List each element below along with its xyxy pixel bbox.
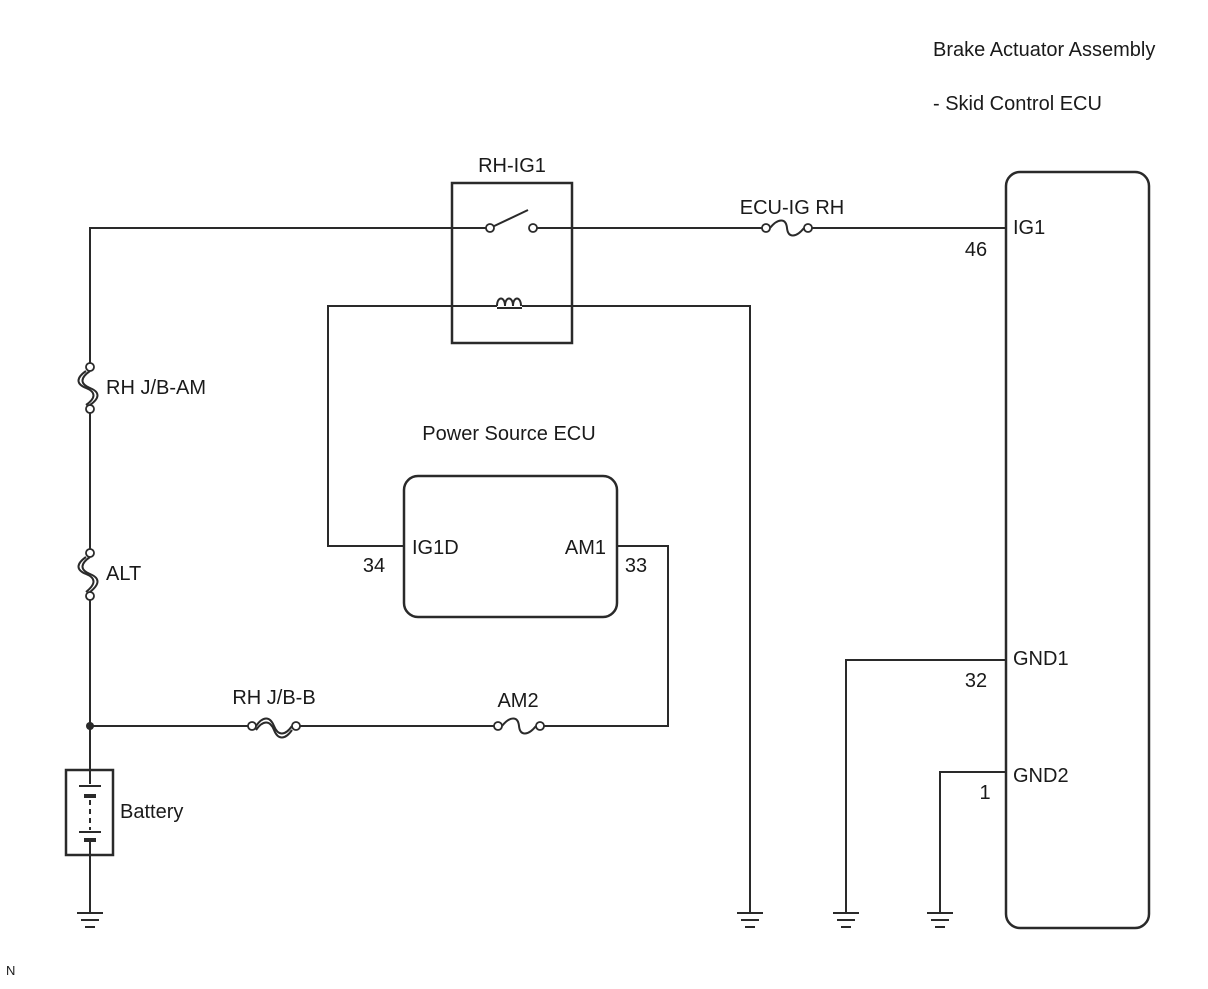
fuse-alt-icon	[81, 556, 99, 593]
relay-box	[450, 181, 574, 345]
fuse-rh-jb-b-icon	[255, 717, 293, 735]
fuse-am2-label: AM2	[497, 690, 538, 712]
wire-left-bus-top	[89, 227, 490, 368]
ground-symbols	[77, 912, 953, 928]
fuse-ecu-ig-rh: ECU-IG RH	[740, 197, 844, 237]
battery: Battery	[64, 768, 183, 857]
fuse-ecu-ig-rh-terminal-right	[803, 223, 813, 233]
fuse-alt-terminal-top	[85, 548, 95, 558]
wires	[89, 227, 1006, 912]
brake-actuator-box	[1004, 170, 1151, 930]
fuse-alt: ALT	[77, 548, 141, 601]
junction-dot	[86, 722, 94, 730]
ground-icon-battery	[77, 912, 103, 928]
fuse-rh-jb-b-icon-shadow	[255, 721, 293, 739]
pin-gnd2-name: GND2	[1013, 765, 1069, 787]
fuse-ecu-ig-rh-terminal-left	[761, 223, 771, 233]
pin-gnd2-number: 1	[979, 782, 990, 804]
corner-mark: N	[6, 963, 15, 978]
fuse-rh-jb-b: RH J/B-B	[232, 687, 316, 739]
pin-ig1-name: IG1	[1013, 217, 1045, 239]
brake-actuator-title-line1: Brake Actuator Assembly	[933, 39, 1155, 61]
ground-icon-gnd1	[833, 912, 859, 928]
relay-switch-contact-b	[528, 223, 538, 233]
pin-gnd1-name: GND1	[1013, 648, 1069, 670]
power-source-ecu: Power Source ECU IG1D 34 AM1 33	[363, 423, 647, 619]
pin-ig1d-number: 34	[363, 555, 385, 577]
wire-am2-to-am1	[542, 545, 669, 727]
fuse-rh-jb-b-terminal-left	[247, 721, 257, 731]
battery-label: Battery	[120, 801, 183, 823]
fuse-am2-terminal-right	[535, 721, 545, 731]
power-source-ecu-box	[402, 474, 619, 619]
brake-actuator-title-line2: - Skid Control ECU	[933, 93, 1102, 115]
brake-actuator-assembly: Brake Actuator Assembly - Skid Control E…	[933, 39, 1155, 930]
relay-coil-icon	[496, 297, 522, 307]
fuse-alt-icon-shadow	[77, 556, 95, 593]
relay-switch-contact-a	[485, 223, 495, 233]
wire-coil-to-ground	[522, 305, 751, 912]
fuse-alt-terminal-bottom	[85, 591, 95, 601]
fuse-rh-jb-am-terminal-bottom	[85, 404, 95, 414]
fuse-alt-label: ALT	[106, 563, 141, 585]
fuse-am2: AM2	[493, 690, 545, 735]
relay-switch-blade	[489, 209, 529, 229]
wire-gnd1	[845, 659, 1006, 912]
fuse-ecu-ig-rh-icon	[769, 219, 805, 237]
pin-gnd1-number: 32	[965, 670, 987, 692]
ground-icon-relay-coil	[737, 912, 763, 928]
pin-ig1-number: 46	[965, 239, 987, 261]
fuse-rh-jb-am-icon	[81, 370, 99, 406]
wire-gnd2	[939, 771, 1006, 912]
fuse-rh-jb-am-terminal-top	[85, 362, 95, 372]
relay-label: RH-IG1	[478, 155, 546, 177]
fuse-rh-jb-am: RH J/B-AM	[77, 362, 206, 414]
ground-icon-gnd2	[927, 912, 953, 928]
fuse-am2-terminal-left	[493, 721, 503, 731]
pin-am1-number: 33	[625, 555, 647, 577]
fuse-rh-jb-am-icon-shadow	[77, 370, 95, 406]
pin-am1-name: AM1	[565, 537, 606, 559]
relay-rh-ig1: RH-IG1	[450, 155, 574, 345]
fuse-rh-jb-b-terminal-right	[291, 721, 301, 731]
fuse-rh-jb-b-label: RH J/B-B	[232, 687, 315, 709]
fuse-am2-icon	[501, 717, 537, 735]
fuse-ecu-ig-rh-label: ECU-IG RH	[740, 197, 844, 219]
wire-coil-to-ig1d	[327, 305, 497, 547]
pin-ig1d-name: IG1D	[412, 537, 459, 559]
fuse-rh-jb-am-label: RH J/B-AM	[106, 377, 206, 399]
power-source-ecu-title: Power Source ECU	[422, 423, 595, 445]
